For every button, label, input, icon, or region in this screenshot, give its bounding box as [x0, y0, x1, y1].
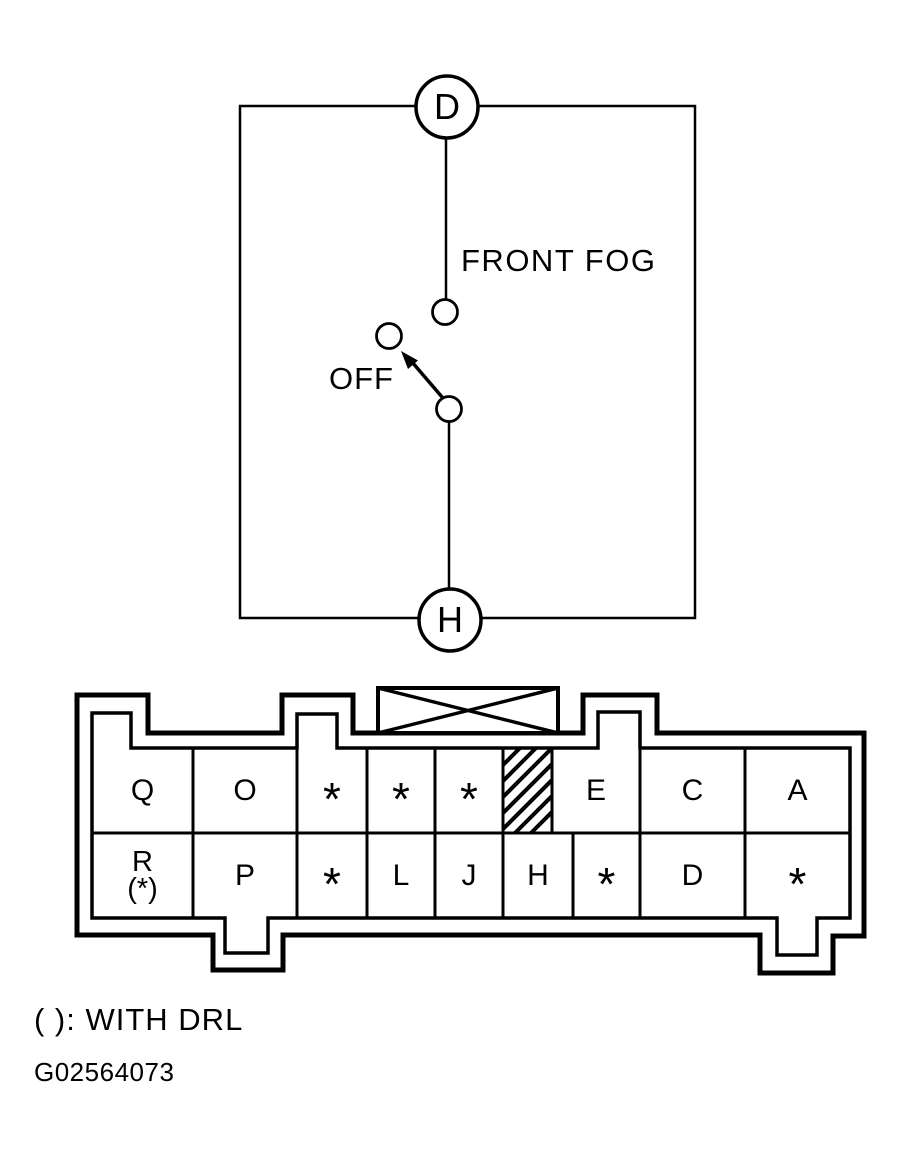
connector-inner-outline — [90, 710, 852, 957]
terminal-h-label: H — [437, 599, 463, 640]
terminal-d-circle — [414, 74, 480, 140]
pin-cell-r2c2: P — [234, 858, 255, 892]
pin-cell-r2c9: * — [788, 858, 807, 911]
connector-outer-outline — [74, 692, 867, 976]
switch-contact-off — [375, 322, 403, 350]
pin-cell-r1c4: * — [392, 773, 410, 826]
pin-cell-r2c5: J — [461, 858, 477, 892]
pin-cell-r2c6: H — [527, 858, 549, 892]
pin-cell-r2c1: R (*) — [127, 845, 158, 905]
pin-cell-r1c8: C — [681, 773, 704, 807]
blocked-slot-hatch — [503, 748, 552, 834]
pin-cell-r1c2: O — [233, 773, 257, 807]
pin-cell-r1c1: Q — [130, 773, 155, 807]
switch-pivot — [435, 395, 463, 423]
switch-lever-arrow-icon — [401, 351, 418, 369]
pin-cell-r2c7: * — [597, 858, 616, 911]
pin-cell-r1c5: * — [460, 773, 478, 826]
figure-id: G02564073 — [34, 1057, 175, 1087]
pin-cell-r2c8: D — [681, 858, 704, 892]
circuit-box — [238, 104, 697, 620]
drl-legend: ( ): WITH DRL — [34, 1002, 244, 1037]
terminal-d-label: D — [434, 86, 460, 127]
pin-cell-r2c3: * — [323, 858, 341, 911]
component-label: FRONT FOG — [461, 243, 657, 278]
pin-cell-r2c4: L — [392, 858, 410, 892]
pin-cell-r1c3: * — [323, 773, 341, 826]
pin-grid-lines — [92, 748, 850, 918]
pin-cell-r1c9: A — [787, 773, 808, 807]
terminal-h-circle — [417, 587, 483, 653]
switch-position-label: OFF — [329, 361, 394, 396]
keyway-crossed-box-icon — [376, 686, 560, 735]
pin-cell-r1c7: E — [585, 773, 606, 807]
switch-contact-fog — [431, 298, 459, 326]
